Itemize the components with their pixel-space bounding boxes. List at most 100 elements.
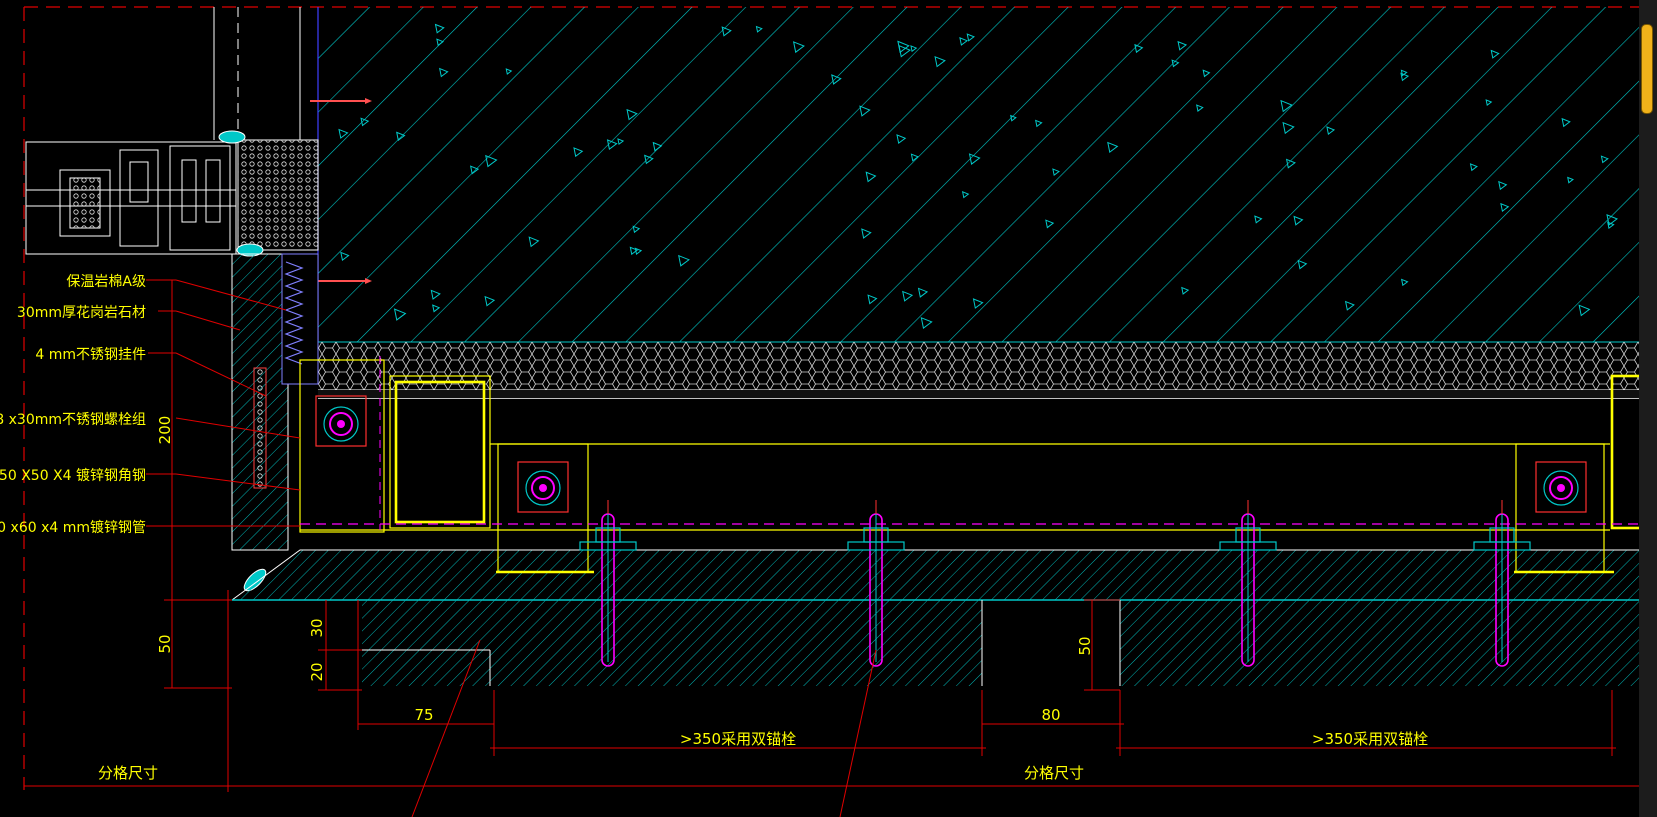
label-hanger: 4 mm不锈钢挂件 xyxy=(35,347,146,363)
aggregate-mark xyxy=(968,153,981,165)
dim-50-left: 50 xyxy=(156,634,174,653)
aggregate-mark xyxy=(1326,126,1336,136)
aggregate-mark xyxy=(629,246,639,256)
vertical-scrollbar[interactable] xyxy=(1641,24,1653,114)
aggregate-mark xyxy=(1181,286,1190,295)
aggregate-mark xyxy=(1567,176,1574,184)
aggregate-mark xyxy=(1498,180,1508,191)
aggregate-mark xyxy=(644,154,654,165)
aggregate-mark xyxy=(867,294,878,305)
aggregate-mark xyxy=(434,23,445,34)
aggregate-mark xyxy=(573,147,584,158)
aggregate-mark xyxy=(626,108,638,121)
dim-span-b: >350采用双锚栓 xyxy=(1312,730,1428,748)
dim-30: 30 xyxy=(308,618,326,637)
label-steel-tube: 90 x60 x4 mm镀锌钢管 xyxy=(0,519,146,536)
aggregate-mark xyxy=(1344,300,1355,311)
aggregate-mark xyxy=(910,153,920,162)
aggregate-mark xyxy=(910,45,918,53)
bracket-bolt-1 xyxy=(315,395,367,447)
aggregate-mark xyxy=(396,131,406,142)
aggregate-mark xyxy=(1578,304,1591,317)
aggregate-mark xyxy=(721,26,732,37)
dimension-lines xyxy=(24,280,1642,792)
aggregate-mark xyxy=(1202,69,1211,78)
granite-soffit xyxy=(230,549,1643,686)
aggregate-mark xyxy=(831,74,842,85)
aggregate-mark xyxy=(1052,168,1060,176)
aggregate-mark xyxy=(897,40,910,54)
label-granite: 30mm厚花岗岩石材 xyxy=(17,305,146,321)
aggregate-mark xyxy=(632,225,641,234)
aggregate-mark xyxy=(1490,49,1500,59)
dim-span-a: >350采用双锚栓 xyxy=(680,730,796,748)
aggregate-mark xyxy=(972,298,984,309)
dim-grid-a: 分格尺寸 xyxy=(98,764,158,782)
insulation-band xyxy=(318,342,1642,399)
aggregate-mark xyxy=(896,134,907,145)
aggregate-mark xyxy=(1045,219,1055,229)
bracket-bolt-2 xyxy=(517,461,569,513)
aggregate-mark xyxy=(1293,215,1304,226)
dimension-texts: 200 50 30 20 75 80 50 >350采用双锚栓 >350采用双锚… xyxy=(98,416,1428,782)
label-bolt-set: M8 x30mm不锈钢螺栓组 xyxy=(0,412,146,428)
aggregate-mark xyxy=(338,128,349,139)
aggregate-mark xyxy=(920,316,933,329)
concrete-aggregate xyxy=(338,23,1619,329)
aggregate-mark xyxy=(1297,259,1308,270)
aggregate-mark xyxy=(393,308,407,321)
aggregate-mark xyxy=(652,141,663,152)
dim-50-mid: 50 xyxy=(1076,636,1094,655)
aggregate-mark xyxy=(792,41,805,54)
aggregate-mark xyxy=(1500,202,1510,213)
label-leaders xyxy=(146,279,877,817)
aggregate-mark xyxy=(959,37,969,46)
aggregate-mark xyxy=(1280,99,1293,113)
label-angle-steel: L50 X50 X4 镀锌钢角钢 xyxy=(0,467,146,484)
aggregate-mark xyxy=(1469,163,1478,172)
aggregate-mark xyxy=(1177,40,1188,51)
aggregate-mark xyxy=(678,254,690,267)
aggregate-mark xyxy=(1485,99,1493,107)
aggregate-mark xyxy=(1400,69,1408,77)
aggregate-mark xyxy=(617,138,625,145)
aggregate-mark xyxy=(1254,215,1263,224)
aggregate-mark xyxy=(1600,155,1609,164)
aggregate-mark xyxy=(1134,43,1144,54)
aggregate-mark xyxy=(1010,114,1017,122)
aggregate-mark xyxy=(902,290,914,302)
aggregate-mark xyxy=(1196,104,1204,112)
anchor-bolt xyxy=(579,500,637,667)
aggregate-mark xyxy=(1607,221,1615,230)
right-gutter xyxy=(1639,0,1657,817)
aggregate-mark xyxy=(430,289,441,300)
aggregate-mark xyxy=(439,67,449,78)
aggregate-mark xyxy=(1400,278,1409,287)
aggregate-mark xyxy=(861,228,872,239)
aggregate-mark xyxy=(436,38,445,47)
aggregate-mark xyxy=(432,304,441,313)
annotation-labels: 保温岩棉A级 30mm厚花岗岩石材 4 mm不锈钢挂件 M8 x30mm不锈钢螺… xyxy=(0,273,146,536)
anchor-bolt xyxy=(1473,500,1531,667)
aggregate-mark xyxy=(961,191,970,199)
aggregate-mark xyxy=(859,105,871,117)
anchor-bolt xyxy=(1219,500,1277,667)
aggregate-mark xyxy=(1606,214,1619,226)
dim-200: 200 xyxy=(156,416,174,445)
aggregate-mark xyxy=(966,33,975,42)
aggregate-mark xyxy=(505,68,513,75)
aggregate-mark xyxy=(934,55,946,68)
window-frame xyxy=(25,7,319,255)
aggregate-mark xyxy=(484,295,496,307)
aggregate-mark xyxy=(470,165,480,175)
bracket-bolt-3 xyxy=(1535,461,1587,513)
aggregate-mark xyxy=(1285,158,1296,169)
dim-75: 75 xyxy=(414,706,433,724)
steel-frame xyxy=(299,359,1654,574)
aggregate-mark xyxy=(606,139,618,150)
anchor-nails xyxy=(310,98,372,284)
anchor-bolts xyxy=(579,500,1531,667)
aggregate-mark xyxy=(755,25,763,33)
dim-grid-b: 分格尺寸 xyxy=(1024,764,1084,782)
